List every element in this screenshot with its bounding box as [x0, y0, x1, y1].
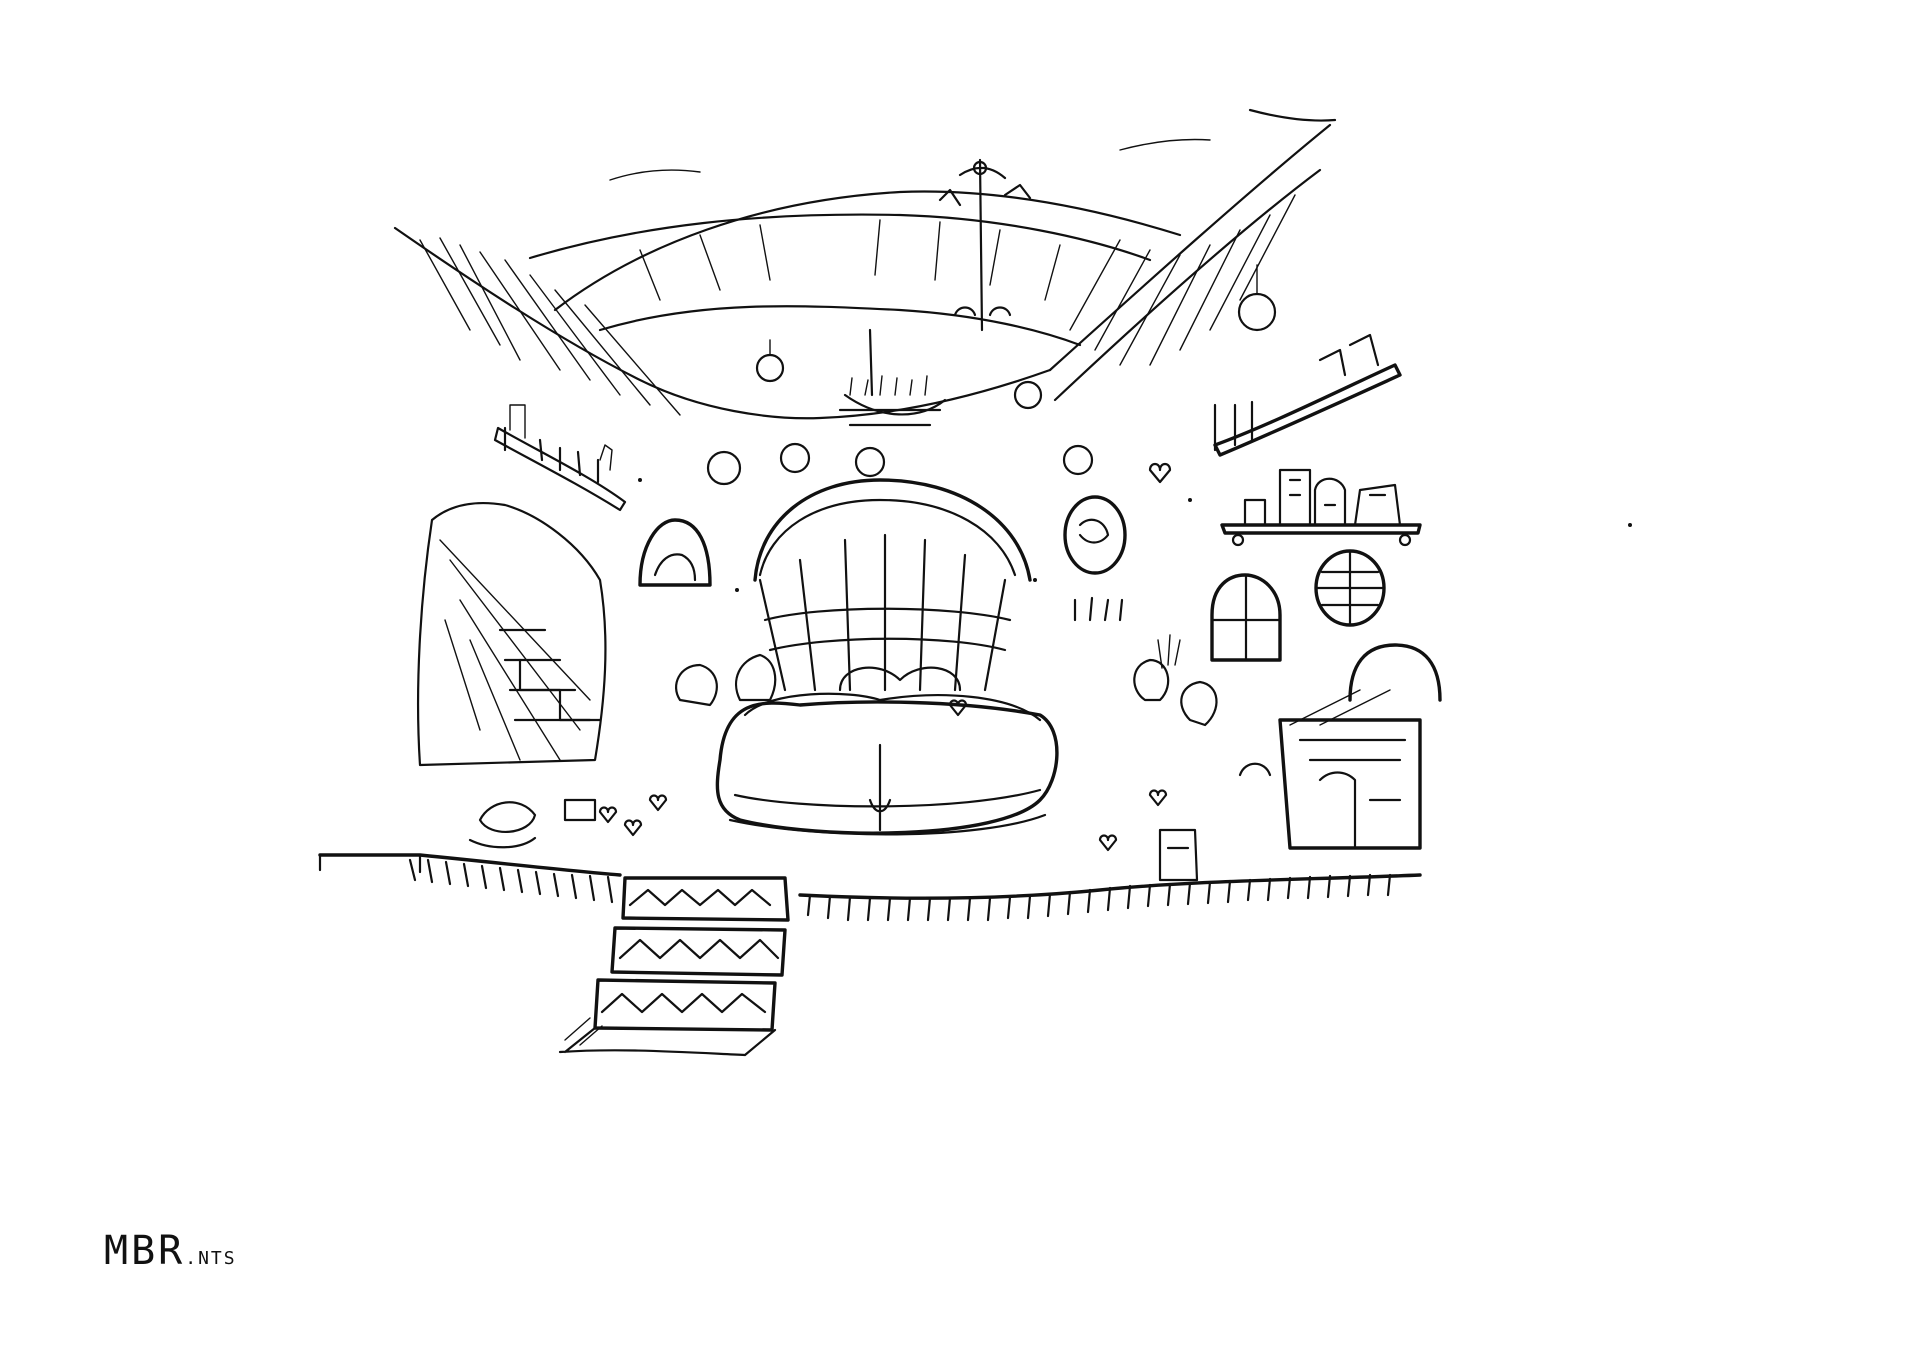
chandelier	[838, 158, 1032, 427]
floor-decor	[468, 762, 1272, 882]
hearts	[598, 462, 1172, 852]
plants	[674, 596, 1218, 727]
left-shelf	[493, 404, 627, 512]
right-toy-shelf	[1220, 468, 1422, 547]
left-small-window	[638, 518, 712, 587]
sheet-label-main: MBR	[104, 1228, 186, 1274]
right-upper-shelf	[1213, 333, 1402, 457]
sheet-label: MBR.NTS	[104, 1228, 237, 1274]
sheet-label-sub: .NTS	[185, 1248, 237, 1269]
accent-dots	[638, 478, 1632, 592]
right-round-windows	[1063, 495, 1386, 662]
left-arch-window	[416, 502, 607, 767]
right-cabinet	[1278, 643, 1442, 850]
ceiling-canopy	[393, 108, 1337, 420]
hanging-ornaments	[706, 264, 1277, 486]
shell-bed	[715, 478, 1059, 836]
platform-steps	[318, 853, 1422, 1057]
